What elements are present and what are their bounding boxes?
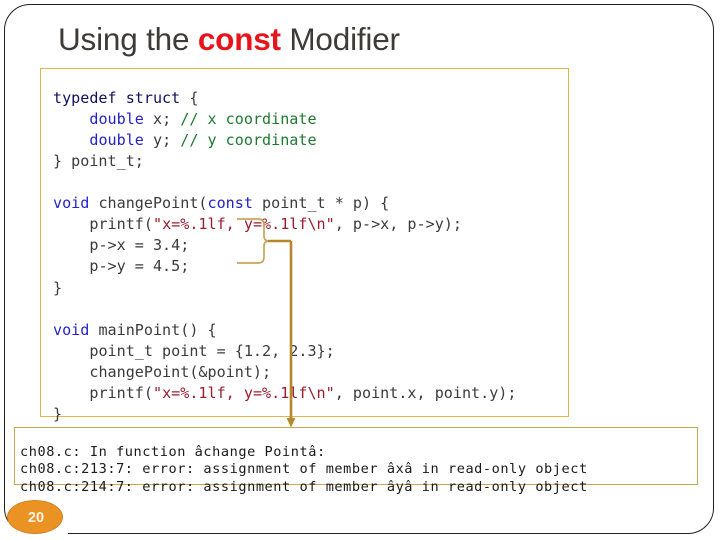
code-token: , point.x, point.y);: [334, 383, 517, 402]
code-token: void: [53, 194, 90, 213]
code-token: mainPoint() {: [89, 320, 217, 339]
code-token: double: [89, 131, 144, 150]
code-panel: typedef struct { double x; // x coordina…: [40, 68, 569, 423]
code-token: typedef struct: [53, 89, 181, 108]
code-token: point_t point = {1.2, 2.3};: [89, 341, 335, 360]
code-token: } point_t;: [53, 152, 144, 171]
page-title-suffix: Modifier: [280, 21, 400, 57]
code-token: printf(: [89, 383, 153, 402]
code-listing: typedef struct { double x; // x coordina…: [53, 88, 516, 425]
page-title: Using the const Modifier: [58, 18, 678, 60]
code-token: // x coordinate: [180, 110, 317, 129]
code-token: printf(: [89, 215, 153, 234]
code-token: "x=%.1lf, y=%.1lf\n": [152, 215, 335, 234]
compiler-error-output: ch08.c: In function âchange Pointâ: ch08…: [20, 443, 588, 495]
code-token: changePoint(&point);: [89, 362, 272, 381]
code-token: }: [53, 278, 63, 297]
code-token: {: [180, 89, 199, 108]
code-token: const: [207, 194, 253, 213]
code-token: double: [89, 110, 144, 129]
compiler-error-panel: ch08.c: In function âchange Pointâ: ch08…: [14, 427, 698, 495]
code-token: p->x = 3.4;: [89, 236, 190, 255]
page-number-badge: 20: [7, 500, 63, 534]
code-token: x;: [143, 110, 181, 129]
code-token: p->y = 4.5;: [89, 257, 190, 276]
code-token: point_t * p) {: [252, 194, 390, 213]
code-token: , p->x, p->y);: [334, 215, 462, 234]
code-token: y;: [143, 131, 181, 150]
code-token: "x=%.1lf, y=%.1lf\n": [152, 383, 335, 402]
page-number-label: 20: [27, 510, 45, 526]
page-title-prefix: Using the: [58, 21, 198, 57]
code-token: void: [53, 320, 90, 339]
code-token: // y coordinate: [180, 131, 317, 150]
code-token: }: [53, 404, 63, 423]
code-token: changePoint(: [89, 194, 208, 213]
page-title-keyword: const: [197, 21, 281, 57]
